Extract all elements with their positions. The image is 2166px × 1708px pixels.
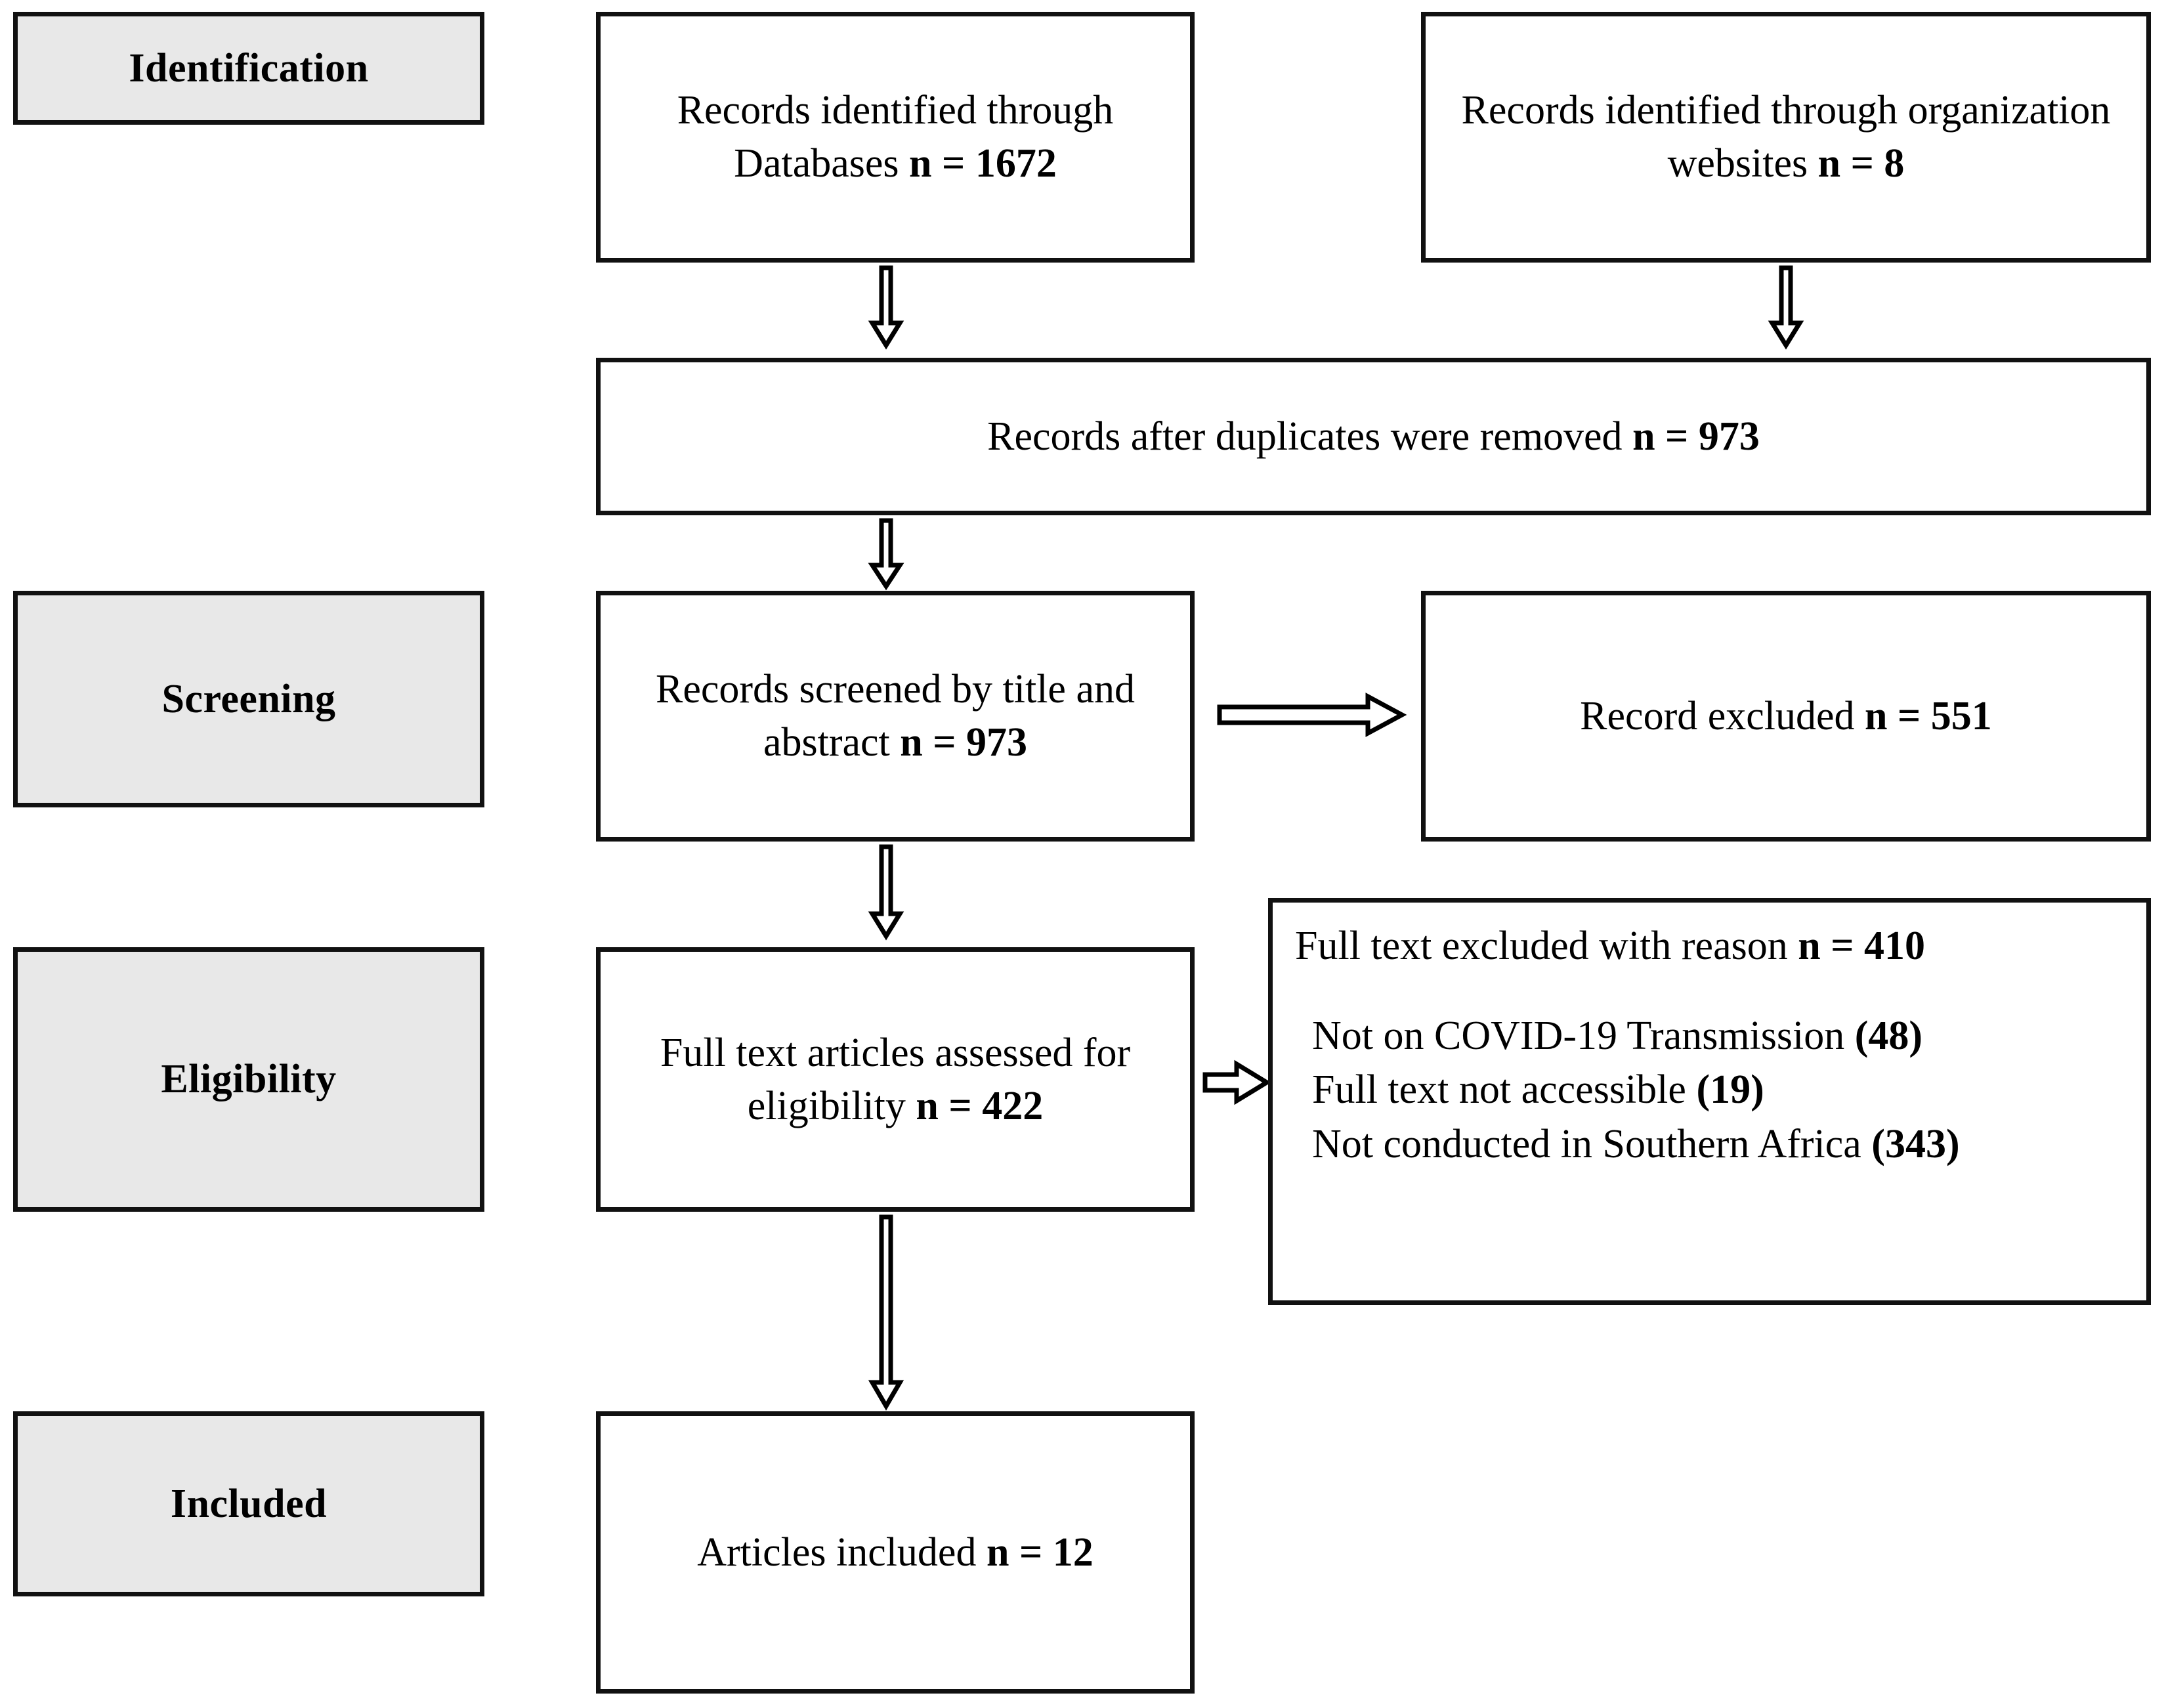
box-articles-included-text: Articles included n = 12 (679, 1526, 1112, 1579)
fulltext-assessed-prefix: Full text articles assessed for eligibil… (660, 1030, 1131, 1128)
stage-label-eligibility-text: Eligibility (161, 1057, 337, 1102)
arrow-screened-to-excluded (1217, 691, 1407, 738)
stage-label-screening: Screening (13, 591, 484, 807)
fulltext-excluded-count: n = 410 (1798, 924, 1926, 968)
box-records-identified-databases: Records identified through Databases n =… (596, 12, 1195, 263)
box-records-identified-databases-text: Records identified through Databases n =… (601, 84, 1190, 190)
box-fulltext-excluded-reasons: Full text excluded with reason n = 410 N… (1268, 898, 2151, 1305)
records-databases-prefix: Records identified through Databases (677, 88, 1114, 186)
articles-included-count: n = 12 (986, 1529, 1094, 1575)
box-records-after-duplicates: Records after duplicates were removed n … (596, 358, 2151, 515)
box-record-excluded: Record excluded n = 551 (1421, 591, 2151, 842)
stage-label-identification: Identification (13, 12, 484, 125)
after-duplicates-count: n = 973 (1632, 414, 1760, 459)
box-records-screened: Records screened by title and abstract n… (596, 591, 1195, 842)
records-screened-count: n = 973 (900, 720, 1028, 765)
box-record-excluded-text: Record excluded n = 551 (1561, 690, 2010, 743)
records-websites-prefix: Records identified through organization … (1461, 88, 2111, 186)
box-fulltext-assessed-text: Full text articles assessed for eligibil… (601, 1027, 1190, 1132)
fulltext-excluded-heading: Full text excluded with reason n = 410 (1295, 920, 2127, 973)
exclusion-reason-item-3: Not conducted in Southern Africa (343) (1295, 1118, 2127, 1171)
stage-label-included: Included (13, 1411, 484, 1596)
records-screened-prefix: Records screened by title and abstract (656, 667, 1135, 765)
fulltext-excluded-prefix: Full text excluded with reason (1295, 924, 1798, 968)
arrow-duplicates-to-screened (868, 518, 904, 591)
after-duplicates-prefix: Records after duplicates were removed (987, 414, 1633, 459)
stage-label-identification-text: Identification (129, 45, 369, 91)
records-databases-count: n = 1672 (909, 141, 1057, 186)
record-excluded-prefix: Record excluded (1580, 693, 1865, 738)
box-records-identified-websites-text: Records identified through organization … (1426, 84, 2146, 190)
articles-included-prefix: Articles included (697, 1529, 987, 1575)
stage-label-eligibility: Eligibility (13, 947, 484, 1212)
exclusion-reason-label-1: Not on COVID-19 Transmission (1312, 1013, 1855, 1058)
exclusion-reason-value-3: (343) (1871, 1121, 1960, 1166)
exclusion-reason-item-1: Not on COVID-19 Transmission (48) (1295, 1010, 2127, 1063)
fulltext-excluded-content: Full text excluded with reason n = 410 N… (1273, 903, 2146, 1172)
arrow-screened-to-fulltext (868, 844, 904, 941)
stage-label-included-text: Included (170, 1481, 328, 1526)
exclusion-reason-item-2: Full text not accessible (19) (1295, 1063, 2127, 1117)
box-fulltext-assessed: Full text articles assessed for eligibil… (596, 947, 1195, 1212)
records-websites-count: n = 8 (1817, 141, 1905, 186)
box-records-after-duplicates-text: Records after duplicates were removed n … (969, 410, 1778, 463)
box-articles-included: Articles included n = 12 (596, 1411, 1195, 1694)
arrow-websites-to-duplicates (1768, 265, 1804, 350)
arrow-fulltext-to-included (868, 1214, 904, 1411)
box-records-identified-websites: Records identified through organization … (1421, 12, 2151, 263)
exclusion-reason-label-3: Not conducted in Southern Africa (1312, 1121, 1872, 1166)
box-records-screened-text: Records screened by title and abstract n… (601, 663, 1190, 769)
exclusion-reason-label-2: Full text not accessible (1312, 1067, 1697, 1113)
record-excluded-count: n = 551 (1865, 693, 1992, 738)
stage-label-screening-text: Screening (161, 676, 336, 721)
fulltext-assessed-count: n = 422 (916, 1083, 1044, 1128)
arrow-databases-to-duplicates (868, 265, 904, 350)
exclusion-reason-value-1: (48) (1854, 1013, 1923, 1058)
arrow-fulltext-to-excluded (1202, 1059, 1271, 1106)
exclusion-reason-value-2: (19) (1696, 1067, 1764, 1113)
